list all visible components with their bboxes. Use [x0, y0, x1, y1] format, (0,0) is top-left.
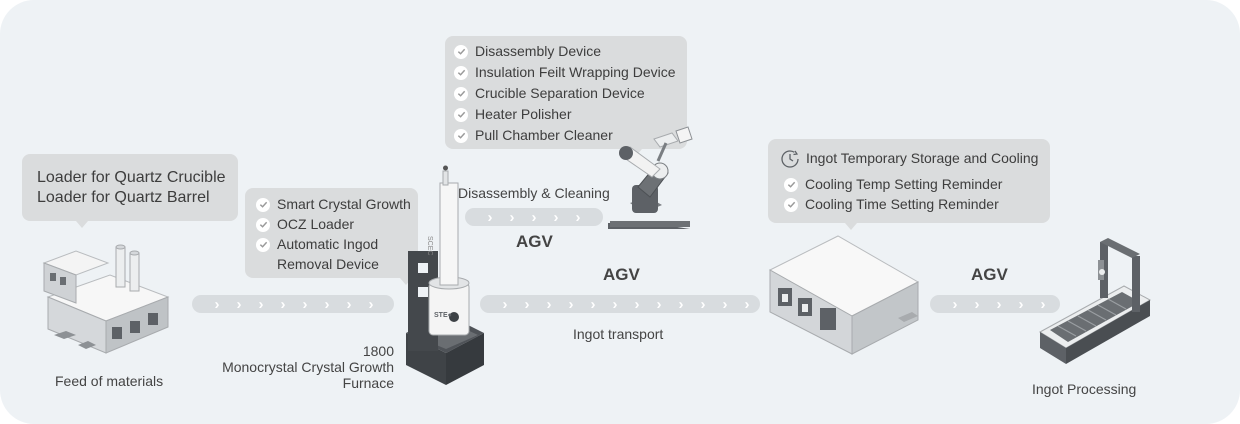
furnace-label-line-1: 1800	[362, 343, 394, 359]
clock-refresh-icon	[780, 149, 800, 169]
storage-item: Cooling Time Setting Reminder	[784, 194, 999, 215]
disassembly-item: Heater Polisher	[454, 104, 572, 125]
check-icon	[256, 217, 270, 232]
check-icon	[784, 197, 798, 212]
check-icon	[454, 86, 468, 101]
agv-label-3: AGV	[971, 265, 1008, 284]
furnace-vertical-text: SCEC	[426, 236, 433, 256]
check-icon	[454, 128, 468, 143]
ingot-transport-label: Ingot transport	[573, 326, 664, 342]
disassembly-item: Disassembly Device	[454, 41, 601, 62]
robot-arm-illustration	[608, 126, 693, 229]
check-icon	[256, 197, 270, 212]
furnace-box-pointer	[400, 278, 412, 285]
disassembly-item: Insulation Feilt Wrapping Device	[454, 62, 676, 83]
furnace-item: OCZ Loader	[256, 214, 354, 235]
conveyor-track-2: ›››››	[465, 208, 603, 226]
furnace-info-box: Smart Crystal Growth OCZ Loader Automati…	[245, 188, 418, 278]
storage-title: Ingot Temporary Storage and Cooling	[780, 148, 1038, 169]
furnace-item: Automatic Ingod	[256, 234, 378, 255]
ingot-processing-label: Ingot Processing	[1032, 381, 1137, 397]
loader-info-box: Loader for Quartz Crucible Loader for Qu…	[22, 154, 238, 221]
furnace-item: Smart Crystal Growth	[256, 194, 411, 215]
crystal-furnace-illustration	[406, 165, 484, 385]
storage-info-box: Ingot Temporary Storage and Cooling Cool…	[768, 139, 1050, 223]
agv-label-2: AGV	[603, 265, 640, 284]
disassembly-cleaning-label: Disassembly & Cleaning	[458, 185, 610, 201]
check-icon	[784, 177, 798, 192]
loader-box-pointer	[76, 221, 88, 228]
check-icon	[454, 107, 468, 122]
storage-box-pointer	[845, 223, 857, 230]
factory-illustration	[42, 244, 170, 354]
conveyor-track-3: ››››››››››››	[480, 295, 760, 313]
loader-line-1: Loader for Quartz Crucible	[37, 169, 226, 186]
conveyor-track-1: ››››››››	[192, 295, 394, 313]
check-icon	[256, 237, 270, 252]
furnace-label-line-2: Monocrystal Crystal Growth	[222, 359, 394, 375]
check-icon	[454, 65, 468, 80]
storage-warehouse-illustration	[768, 235, 920, 355]
conveyor-track-4: ›››››	[930, 295, 1060, 313]
check-icon	[454, 44, 468, 59]
disassembly-item: Crucible Separation Device	[454, 83, 645, 104]
disassembly-item: Pull Chamber Cleaner	[454, 125, 613, 146]
feed-of-materials-label: Feed of materials	[55, 373, 164, 389]
furnace-item-continuation: Removal Device	[277, 256, 379, 272]
disassembly-info-box: Disassembly Device Insulation Feilt Wrap…	[445, 36, 687, 149]
agv-label-1: AGV	[516, 232, 553, 251]
furnace-badge-text: STE●	[434, 312, 452, 319]
storage-item: Cooling Temp Setting Reminder	[784, 174, 1002, 195]
loader-line-2: Loader for Quartz Barrel	[37, 189, 210, 206]
furnace-label-line-3: Furnace	[342, 375, 394, 391]
ingot-processing-illustration	[1039, 238, 1152, 364]
